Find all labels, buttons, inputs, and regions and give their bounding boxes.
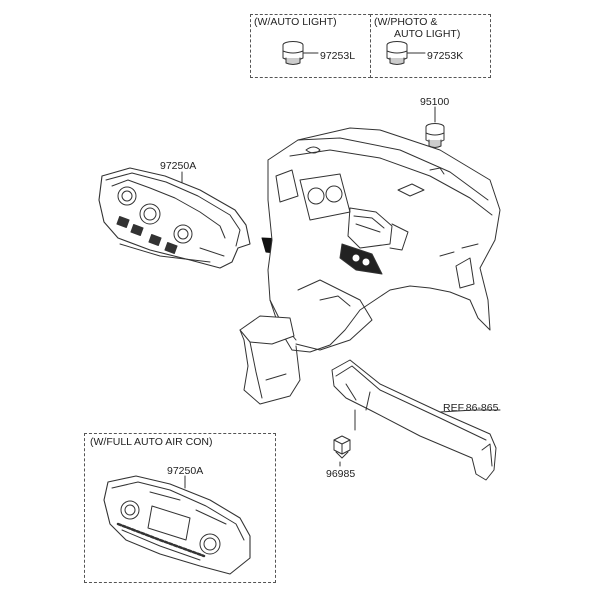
part-label-97250a: 97250A <box>160 160 197 172</box>
console-armrest-icon <box>239 315 301 405</box>
option-box-full-auto-aircon <box>84 433 276 583</box>
photo-auto-light-title-2: AUTO LIGHT) <box>394 28 461 40</box>
photo-auto-light-title-1: (W/PHOTO & <box>374 16 438 28</box>
full-auto-aircon-control-icon <box>103 475 251 575</box>
crash-pad-bar-icon <box>331 359 501 481</box>
part-label-97253k: 97253K <box>427 50 464 62</box>
dashboard-assembly-icon <box>267 127 501 353</box>
sensor-95100-icon <box>425 106 445 148</box>
sensor-97253l-icon <box>282 41 319 65</box>
sensor-97253k-icon <box>386 41 426 65</box>
part-label-97253l: 97253L <box>320 50 356 62</box>
switch-96985-icon <box>333 435 351 467</box>
part-label-95100: 95100 <box>420 96 450 108</box>
auto-light-title: (W/AUTO LIGHT) <box>254 16 337 28</box>
heater-control-97250a-icon <box>98 167 251 269</box>
part-label-97250a-full-auto: 97250A <box>167 465 204 477</box>
part-label-96985: 96985 <box>326 468 356 480</box>
option-box-photo-auto-light <box>370 14 491 78</box>
full-auto-aircon-title: (W/FULL AUTO AIR CON) <box>90 436 213 448</box>
